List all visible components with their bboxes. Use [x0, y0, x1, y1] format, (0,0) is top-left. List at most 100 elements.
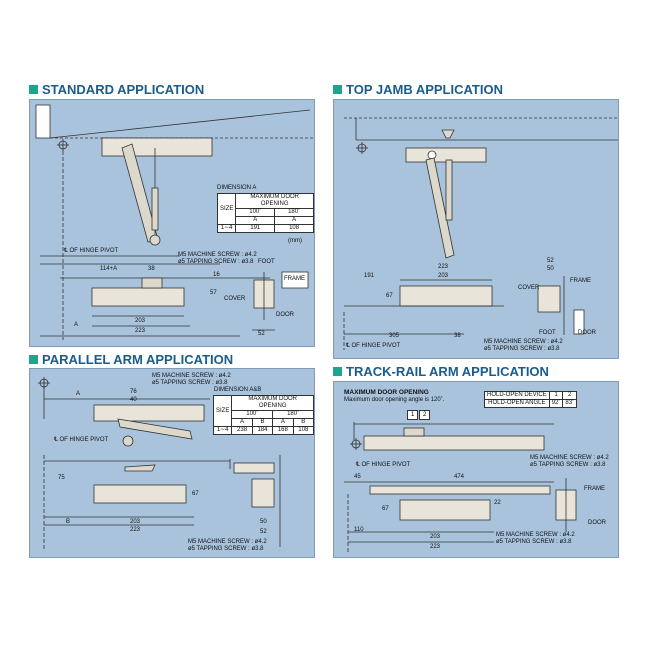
screw-label: ø5 TAPPING SCREW : ø3.8 — [530, 462, 606, 468]
dimension-label: 52 — [260, 529, 267, 535]
screw-label: ø5 TAPPING SCREW : ø3.8 — [496, 539, 572, 545]
section-title-parallel: PARALLEL ARM APPLICATION — [29, 351, 233, 367]
table-letter: B — [292, 418, 314, 427]
table-angle: 100˚ — [231, 410, 274, 419]
foot-label: FOOT — [539, 330, 556, 336]
table-row-size: 1∼4 — [216, 224, 237, 233]
dimension-label: 305 — [389, 333, 400, 339]
table-value: 191 — [235, 224, 276, 233]
top-jamb-drawing — [343, 117, 618, 350]
table-angle: 180˚ — [274, 208, 314, 217]
frame-label: FRAME — [284, 276, 305, 282]
max-opening-text: Maximum door opening angle is 120˚. — [344, 397, 445, 403]
section-title-text: TRACK-RAIL ARM APPLICATION — [346, 363, 549, 379]
dimension-label: 223 — [130, 527, 141, 533]
section-title-text: STANDARD APPLICATION — [42, 81, 205, 97]
dimension-letter: B — [66, 519, 71, 525]
panel-parallel: M5 MACHINE SCREW : ø4.2 ø5 TAPPING SCREW… — [29, 368, 315, 558]
door-label: DOOR — [276, 312, 294, 318]
hold-open-device-number: 2 — [562, 391, 578, 400]
dimension-title: DIMENSION A&B — [214, 387, 262, 393]
table-row-size: 1∼4 — [212, 426, 233, 435]
section-marker — [333, 366, 342, 376]
dimension-label: 76 — [130, 389, 137, 395]
dimension-label: 52 — [547, 258, 554, 264]
dimension-label: 203 — [135, 318, 146, 324]
table-value: 108 — [274, 224, 314, 233]
dimension-label: 203 — [438, 273, 449, 279]
dimension-label: 110 — [354, 527, 364, 533]
table-size-header: SIZE — [212, 395, 233, 427]
hold-open-angle-value: 83˚ — [562, 399, 578, 408]
cover-label: COVER — [518, 285, 540, 291]
panel-track-rail: MAXIMUM DOOR OPENING Maximum door openin… — [333, 381, 619, 558]
frame-label: FRAME — [584, 486, 605, 492]
table-max-header: MAXIMUM DOOR OPENING — [231, 395, 314, 411]
table-letter: A — [235, 216, 276, 225]
screw-label: ø5 TAPPING SCREW : ø3.8 — [152, 380, 228, 386]
hold-open-angle-value: 92˚ — [548, 399, 564, 408]
dimension-label: 45 — [354, 474, 361, 480]
table-unit: (mm) — [288, 238, 302, 244]
table-value: 184 — [251, 426, 274, 435]
dimension-label: 57 — [210, 290, 217, 296]
dimension-label: 203 — [130, 519, 141, 525]
dimension-label: 114+A — [100, 266, 118, 272]
dimension-letter: A — [76, 391, 81, 397]
screw-label: ø5 TAPPING SCREW : ø3.8 — [188, 546, 264, 552]
dimension-label: 52 — [258, 331, 265, 337]
dimension-label: 50 — [547, 266, 554, 272]
frame-label: FRAME — [570, 278, 591, 284]
section-marker — [29, 84, 38, 94]
hinge-pivot-label: ℄ OF HINGE PIVOT — [356, 462, 411, 468]
table-letter: B — [251, 418, 274, 427]
track-rail-drawing — [344, 422, 577, 554]
screw-label: M5 MACHINE SCREW : ø4.2 — [152, 373, 231, 379]
door-label: DOOR — [588, 520, 606, 526]
table-value: 108 — [292, 426, 314, 435]
cover-label: COVER — [224, 296, 246, 302]
table-value: 168 — [272, 426, 294, 435]
table-angle: 180˚ — [272, 410, 314, 419]
section-title-text: TOP JAMB APPLICATION — [346, 81, 503, 97]
max-opening-title: MAXIMUM DOOR OPENING — [344, 389, 429, 396]
dimension-label: 474 — [454, 474, 465, 480]
screw-label: ø5 TAPPING SCREW : ø3.8 — [178, 259, 254, 265]
table-letter: A — [274, 216, 314, 225]
hold-open-device-number: 1 — [548, 391, 564, 400]
dimension-label: 22 — [494, 500, 501, 506]
dimension-label: 75 — [58, 475, 65, 481]
section-title-text: PARALLEL ARM APPLICATION — [42, 351, 234, 367]
table-size-header: SIZE — [216, 193, 237, 225]
door-label: DOOR — [578, 330, 596, 336]
hinge-pivot-label: ℄ OF HINGE PIVOT — [54, 437, 109, 443]
screw-label: M5 MACHINE SCREW : ø4.2 — [188, 539, 267, 545]
section-marker — [333, 84, 342, 94]
dimension-label: 67 — [386, 293, 393, 299]
hold-open-angle-label: HOLD-OPEN ANGLE — [484, 399, 550, 408]
dimension-label: 203 — [430, 534, 441, 540]
dimension-letter: A — [74, 322, 79, 328]
section-title-top-jamb: TOP JAMB APPLICATION — [333, 81, 503, 97]
dimension-label: 191 — [364, 273, 375, 279]
parallel-drawing — [38, 377, 281, 551]
hold-open-device-label: HOLD-OPEN DEVICE — [484, 391, 550, 400]
hinge-pivot-label: ℄ OF HINGE PIVOT — [346, 343, 401, 349]
dimension-label: 16 — [213, 272, 220, 278]
screw-label: M5 MACHINE SCREW : ø4.2 — [530, 455, 609, 461]
dimension-label: 223 — [438, 264, 449, 270]
callout-number: 2 — [419, 410, 431, 420]
dimension-label: 67 — [192, 491, 199, 497]
section-title-track-rail: TRACK-RAIL ARM APPLICATION — [333, 363, 549, 379]
dimension-label: 40 — [130, 397, 137, 403]
table-letter: A — [231, 418, 253, 427]
table-letter: A — [272, 418, 294, 427]
dimension-label: 223 — [135, 328, 146, 334]
screw-label: ø5 TAPPING SCREW : ø3.8 — [484, 346, 560, 352]
section-title-standard: STANDARD APPLICATION — [29, 81, 204, 97]
screw-label: M5 MACHINE SCREW : ø4.2 — [496, 532, 575, 538]
section-marker — [29, 354, 38, 364]
